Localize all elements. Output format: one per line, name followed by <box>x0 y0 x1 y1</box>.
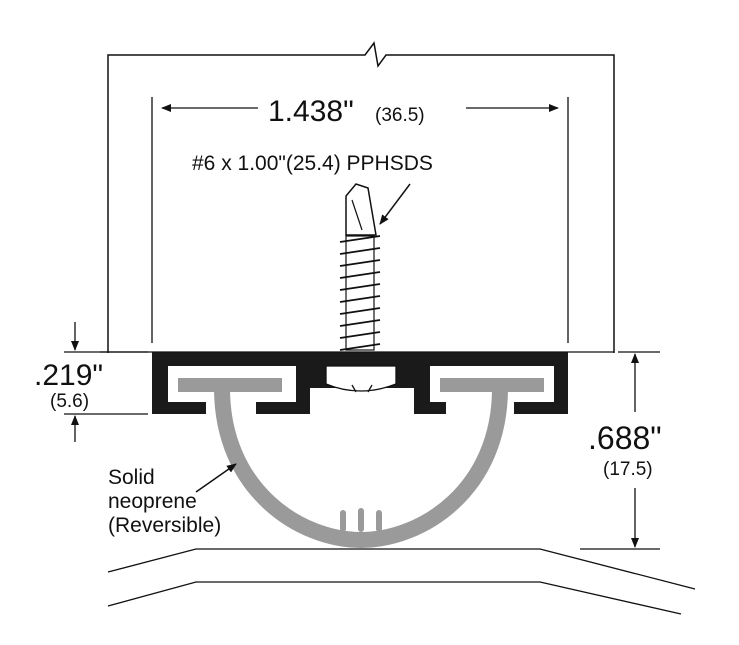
width-dim-sub: (36.5) <box>375 105 425 126</box>
seal-label-line1: Solid <box>108 466 155 489</box>
screw-icon <box>339 183 381 351</box>
screw-label: #6 x 1.00"(25.4) PPHSDS <box>192 152 433 175</box>
height-dim-sub: (17.5) <box>603 459 653 480</box>
screw-head <box>325 365 397 392</box>
neoprene-seal <box>178 378 544 549</box>
seal-leader <box>195 463 237 493</box>
threshold-top-line <box>107 548 696 590</box>
width-dim-main: 1.438" <box>268 95 354 128</box>
thickness-dim-main: .219" <box>34 359 103 392</box>
height-dim-main: .688" <box>588 420 662 456</box>
seal-label-line2: neoprene <box>108 490 197 513</box>
seal-label-line3: (Reversible) <box>108 514 221 537</box>
screw-leader <box>379 183 411 225</box>
door-outline <box>107 41 615 353</box>
threshold-bottom-line <box>107 581 682 615</box>
thickness-dim-sub: (5.6) <box>50 391 89 412</box>
